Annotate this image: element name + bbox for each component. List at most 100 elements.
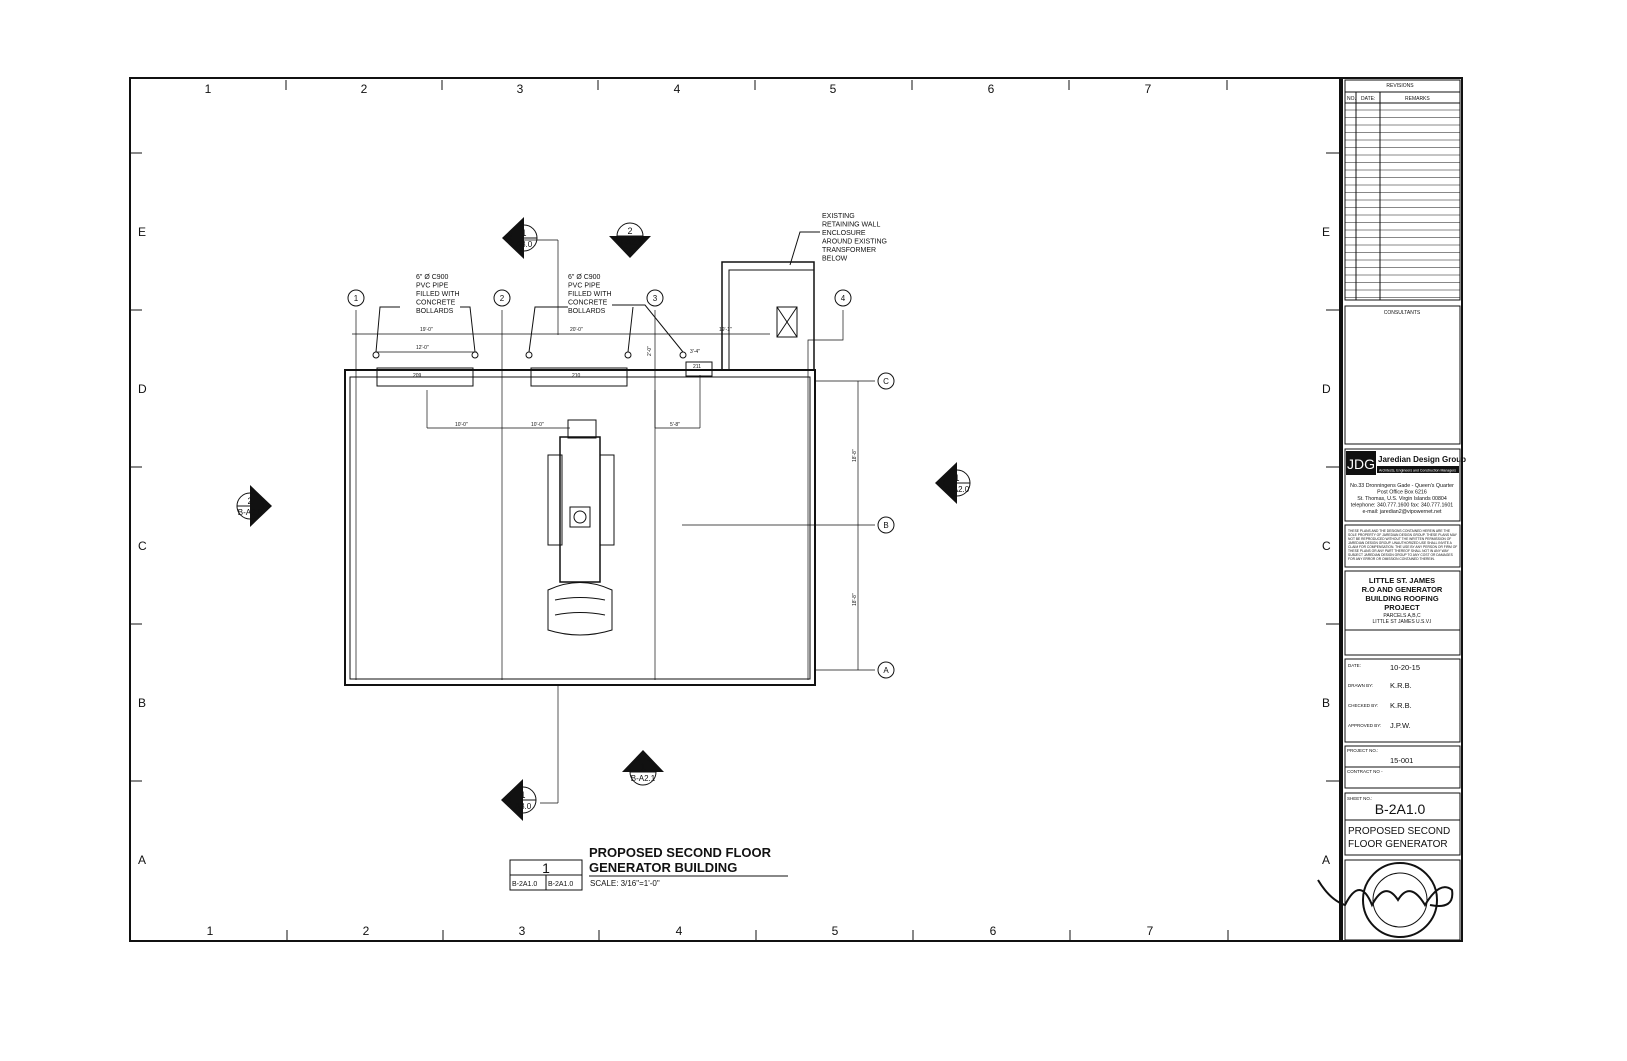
revisions-table <box>1345 91 1460 300</box>
checked-by-value: K.R.B. <box>1390 701 1412 710</box>
section-sheet: A3.0 <box>515 802 532 811</box>
border-tick <box>1226 80 1229 941</box>
section-sheet: B-A2.0 <box>945 485 970 494</box>
dim-text: 12'-0" <box>416 345 429 351</box>
title-block: REVISIONS NO. DATE: REMARKS CONSULTANTS … <box>1317 79 1466 941</box>
approved-by-value: J.P.W. <box>1390 721 1411 730</box>
row-label-right: A <box>1322 853 1330 867</box>
retaining-wall-enclosure <box>721 261 815 371</box>
dim-text: 3'-4" <box>690 349 700 355</box>
opening-209 <box>376 367 474 387</box>
row-label-left: E <box>138 225 146 239</box>
sheet-no-label: SHEET NO.: <box>1347 796 1372 801</box>
grid-bubble-label: 2 <box>500 294 505 303</box>
revisions-title: REVISIONS <box>1386 83 1414 89</box>
column-label-bottom: 4 <box>676 924 683 938</box>
column-label-top: 4 <box>674 82 681 96</box>
firm-name: Jaredian Design Group <box>1378 455 1466 464</box>
dim-text: 18'-8" <box>852 449 858 462</box>
column-label-top: 6 <box>988 82 995 96</box>
title-block-border <box>1341 77 1463 942</box>
section-number: 2 <box>247 496 252 506</box>
sheet-border <box>129 77 1341 942</box>
dim-text: 5'-8" <box>670 422 680 428</box>
bollards <box>372 231 820 359</box>
border-tick <box>597 80 600 941</box>
section-sheet: A3.0 <box>516 240 533 249</box>
architect-seal <box>1317 862 1454 938</box>
contract-no-label: CONTRACT NO - <box>1347 769 1383 774</box>
firm-logo <box>1346 451 1376 475</box>
date-label: DATE: <box>1348 663 1361 668</box>
drawing-title: 1 B-2A1.0 B-2A1.0 PROPOSED SECOND FLOOR … <box>509 845 788 891</box>
drawing-title-line2: GENERATOR BUILDING <box>589 860 737 875</box>
section-number: 2 <box>627 226 632 236</box>
opening-211 <box>685 361 713 377</box>
approved-by-label: APPROVED BY: <box>1348 723 1381 728</box>
dim-text: 19'-0" <box>420 327 433 333</box>
column-label-top: 1 <box>205 82 212 96</box>
retaining-wall-inner <box>728 269 815 371</box>
grid-bubble <box>347 289 365 307</box>
column-label-top: 3 <box>517 82 524 96</box>
grid-bubble-label: 4 <box>841 294 846 303</box>
column-label-bottom: 3 <box>519 924 526 938</box>
grid-bubble <box>493 289 511 307</box>
column-label-bottom: 5 <box>832 924 839 938</box>
door-tag: 211 <box>693 364 701 370</box>
section-sheet: B-A2.0 <box>238 508 263 517</box>
dim-text: 20'-0" <box>570 327 583 333</box>
firm-tagline: Architects, Engineers and Construction M… <box>1379 469 1456 473</box>
column-label-bottom: 7 <box>1147 924 1154 938</box>
dim-text: 18'-8" <box>852 593 858 606</box>
border-tick <box>911 80 914 941</box>
rev-header-remarks: REMARKS <box>1405 96 1430 102</box>
section-sheet: B-A2.1 <box>618 238 643 247</box>
row-label-left: B <box>138 696 146 710</box>
dim-text: 19'-1" <box>719 327 732 333</box>
row-label-right: E <box>1322 225 1330 239</box>
project-no-value: 15-001 <box>1390 756 1413 765</box>
signature <box>1317 879 1454 908</box>
grid-bubble <box>834 289 852 307</box>
transformer-icon <box>776 306 798 338</box>
column-label-top: 7 <box>1145 82 1152 96</box>
consultants-title: CONSULTANTS <box>1384 310 1421 316</box>
door-tag: 209 <box>413 373 422 379</box>
drawing-scale: SCALE: 3/16"=1'-0" <box>590 879 660 888</box>
rev-header-no: NO. <box>1347 96 1356 102</box>
column-label-top: 2 <box>361 82 368 96</box>
grid-bubble-label: B <box>883 521 888 530</box>
firm-address: No.33 Dronningens Gade - Queen's Quarter… <box>1350 483 1454 515</box>
grid-bubble-label: 1 <box>354 294 359 303</box>
disclaimer: THESE PLANS AND THE DESIGNS CONTAINED HE… <box>1348 529 1458 561</box>
building-outline <box>344 369 816 686</box>
drawing-sheet-ref: B-2A1.0 <box>512 881 537 888</box>
sheet-number: B-2A1.0 <box>1375 801 1426 817</box>
grid-bubble <box>877 661 895 679</box>
section-number: 1 <box>640 762 645 772</box>
row-label-right: C <box>1322 539 1331 553</box>
border-tick <box>1068 80 1071 941</box>
border-tick <box>754 80 757 941</box>
grid-bubble <box>877 372 895 390</box>
drawing-number: 1 <box>542 860 550 876</box>
column-label-bottom: 2 <box>363 924 370 938</box>
date-value: 10-20-15 <box>1390 663 1420 672</box>
dimensions: 19'-0" 20'-0" 19'-1" 12'-0" 2'-0" 3'-4" … <box>413 327 858 606</box>
dim-text: 10'-0" <box>455 422 468 428</box>
row-label-left: C <box>138 539 147 553</box>
section-number: 1 <box>954 473 959 483</box>
drawn-by-label: DRAWN BY: <box>1348 683 1373 688</box>
section-arrow-icon <box>622 750 664 772</box>
transformer-x <box>776 306 798 338</box>
row-label-left: D <box>138 382 147 396</box>
column-label-bottom: 1 <box>207 924 214 938</box>
